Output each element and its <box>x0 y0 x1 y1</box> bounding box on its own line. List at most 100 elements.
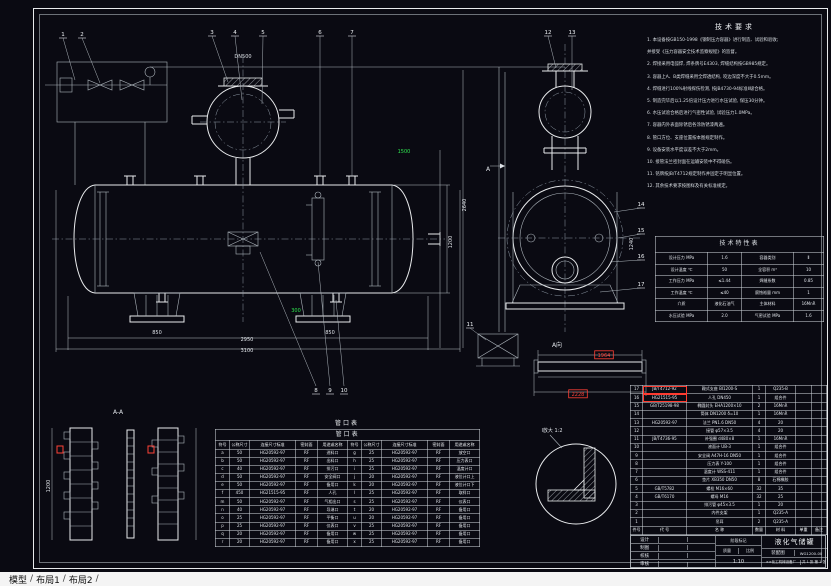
table-cell: 25 <box>361 529 382 539</box>
table-cell: 组合件 <box>765 467 796 477</box>
table-cell: 2 <box>630 508 643 519</box>
dimension-text: 1240 <box>629 238 635 251</box>
balloon-number: 17 <box>638 282 645 288</box>
sheet-info: 共 1 张 第 1 张 <box>801 560 827 564</box>
sign-label: 校核 <box>631 552 660 559</box>
table-cell: HG20592-97 <box>249 497 296 507</box>
dimension-text: 2640 <box>462 199 468 212</box>
table-cell <box>642 508 687 519</box>
table-cell: 16MnR <box>765 434 796 444</box>
table-cell: 25 <box>361 456 382 466</box>
table-cell: 石棉橡胶 <box>765 475 796 486</box>
table-cell: 13 <box>630 418 643 428</box>
table-cell: HG20592-97 <box>249 456 296 466</box>
table-cell: 4 <box>752 418 766 428</box>
table-cell: s <box>347 497 362 507</box>
table-cell: GB/T6170 <box>642 492 687 502</box>
table-cell: 17 <box>630 384 643 395</box>
a-direction-view <box>533 350 647 396</box>
table-cell: 主体材料 <box>741 298 794 311</box>
sign-label: 设计 <box>631 536 660 543</box>
table-cell <box>811 475 827 486</box>
dimension-text: 850 <box>325 330 335 336</box>
table-cell: HG21515-95 <box>642 393 687 403</box>
table-cell: 平衡口 <box>317 513 348 523</box>
table-cell <box>811 492 827 502</box>
table-cell: 全容积 m³ <box>741 263 794 277</box>
note-line: 12. 其余技术要求按图样及有关标准规定。 <box>647 184 731 190</box>
table-cell <box>811 467 827 477</box>
table-cell: 导淋口 <box>317 505 348 515</box>
table-cell: 50 <box>707 263 742 277</box>
table-cell: 20 <box>361 480 382 491</box>
table-cell: 数量 <box>752 525 766 536</box>
table-cell: 温度计 WSS-411 <box>686 467 753 477</box>
table-cell: 人孔 <box>317 489 348 499</box>
table-cell: RF <box>427 529 450 539</box>
table-cell <box>642 426 687 436</box>
layout-tab-1[interactable]: 模型 <box>9 575 28 586</box>
table-cell: HG20592-97 <box>381 513 428 523</box>
table-cell: RF <box>427 472 450 482</box>
note-line: 3. 容器上A、B类焊缝采用全焊透结构, 咬边深度不大于0.5mm。 <box>647 74 774 80</box>
table-cell: 15 <box>630 401 643 411</box>
table-cell: HG20592-97 <box>249 464 296 474</box>
layout-tab-3[interactable]: 布局2 <box>68 575 93 586</box>
table-cell: RF <box>295 448 318 458</box>
balloon-number: 16 <box>638 254 645 260</box>
drawing-subtitle: 装配图 <box>762 550 795 556</box>
table-cell <box>811 484 827 494</box>
note-line: 7. 容器内外表面除锈后各涂防锈漆两遍。 <box>647 123 728 129</box>
table-cell: 焊缝系数 <box>741 275 794 288</box>
table-cell: 容器类别 <box>741 252 794 265</box>
table-cell: 用途或名称 <box>448 440 481 450</box>
table-cell: RF <box>295 497 318 507</box>
table-cell: m <box>215 497 230 507</box>
table-cell: 50 <box>229 472 250 482</box>
table-cell: 组合件 <box>765 459 796 469</box>
technical-requirements: 技术要求 1. 本设备按GB150-1998《钢制压力容器》进行制造、试验和验收… <box>647 22 823 194</box>
dimension-text: 2950 <box>241 337 254 343</box>
table-cell: Q235-A <box>765 517 796 527</box>
table-cell: 液位计口下 <box>448 480 481 491</box>
section-view-aa <box>51 427 197 541</box>
mass-label: 质量 <box>716 547 739 554</box>
title-block-signatures: 设计 制图 校核 审核 <box>631 536 715 567</box>
table-cell: RF <box>295 505 318 515</box>
balloon-number: 7 <box>350 30 354 36</box>
table-cell: RF <box>427 480 450 491</box>
technical-requirements-title: 技术要求 <box>715 23 755 31</box>
table-cell: 1 <box>752 500 766 511</box>
table-cell: l <box>347 489 362 499</box>
table-cell: 设计压力 MPa <box>655 252 708 265</box>
table-cell: 1 <box>752 467 766 477</box>
table-cell: 32 <box>752 484 766 494</box>
tab-separator: / <box>30 574 34 584</box>
table-cell: JB/T4712-92 <box>642 384 687 395</box>
table-cell: 50 <box>229 448 250 458</box>
table-cell: 人孔 DN450 <box>686 393 753 403</box>
layout-tab-2[interactable]: 布局1 <box>36 575 60 586</box>
table-cell <box>642 409 687 420</box>
balloon-number: 4 <box>233 30 237 36</box>
note-line: 4. 焊缝进行100%射线探伤检测, 按JB4730-94标准Ⅱ级合格。 <box>647 86 768 92</box>
balloon-number: 3 <box>210 30 214 36</box>
table-cell: HG20592-97 <box>381 505 428 515</box>
table-cell: RF <box>427 489 450 499</box>
note-line: 11. 铭牌按JB/T4712规定制作并固定于明显位置。 <box>647 172 746 178</box>
table-cell: 组合件 <box>765 451 796 461</box>
table-cell <box>811 418 827 428</box>
table-cell: a <box>215 448 230 458</box>
table-cell: 公称尺寸 <box>229 440 250 450</box>
table-cell: 1.6 <box>792 309 825 322</box>
table-cell: HG20592-97 <box>381 537 428 548</box>
table-cell: 12 <box>630 426 643 436</box>
table-cell: RF <box>427 521 450 531</box>
table-cell: 25 <box>361 489 382 499</box>
table-cell: HG20592-97 <box>249 513 296 523</box>
table-cell: 螺栓 M16×60 <box>686 484 753 494</box>
table-cell: r <box>215 537 230 548</box>
table-cell: 备用口 <box>448 513 481 523</box>
